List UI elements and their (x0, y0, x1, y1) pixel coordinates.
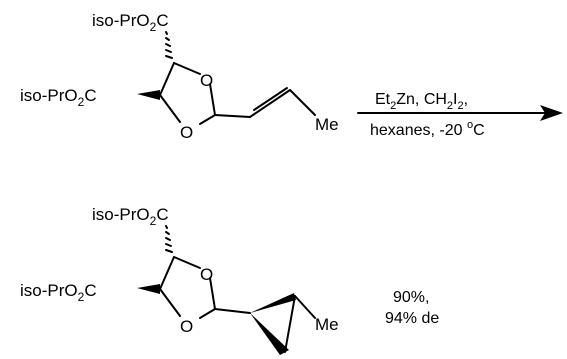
product-ring-bond (173, 256, 201, 269)
reactant-ester-top: iso-PrO2C (92, 11, 169, 34)
product-methyl-label: Me (315, 315, 339, 334)
conditions-reagents: Et2Zn, CH2I2, (375, 91, 468, 112)
product-ring-bond (159, 256, 175, 290)
reactant-ring-oxygen-bottom: O (180, 123, 193, 142)
product-ring-oxygen-top: O (200, 265, 213, 284)
reactant-ring-bond (173, 62, 201, 75)
product-structure: iso-PrO2C iso-PrO2C O O Me (20, 205, 339, 355)
reactant-chain-bond (289, 89, 316, 116)
product-cyclopropane-bond (284, 295, 296, 353)
reactant-ring-bond (209, 83, 216, 116)
product-hashed-bond (165, 225, 173, 253)
conditions-solvent-temperature: hexanes, -20 oC (370, 119, 485, 139)
reaction-arrow-head (540, 105, 563, 121)
reactant-ester-left: iso-PrO2C (20, 86, 97, 109)
product-ring-bond (159, 288, 181, 317)
reactant-structure: iso-PrO2C iso-PrO2C O O Me (20, 11, 339, 142)
product-ring-oxygen-bottom: O (180, 317, 193, 336)
result-diastereomeric-excess: 94% de (385, 310, 439, 327)
product-ring-bond (199, 308, 216, 319)
reactant-double-bond (249, 89, 291, 118)
reactant-wedge-bond (137, 90, 160, 100)
product-ring-bond (209, 277, 216, 310)
product-ester-top: iso-PrO2C (92, 205, 169, 228)
reactant-ring-oxygen-top: O (200, 71, 213, 90)
reactant-ring-bond (199, 114, 216, 125)
reactant-double-bond-inner (253, 87, 288, 111)
product-ester-left: iso-PrO2C (20, 281, 97, 304)
reactant-methyl-label: Me (315, 115, 339, 134)
product-cyclopropane-wedge-bottom (250, 313, 289, 355)
reactant-ring-bond (159, 62, 175, 96)
result-yield: 90%, (393, 289, 429, 306)
product-wedge-bond (137, 284, 160, 294)
reactant-hashed-bond (165, 31, 173, 59)
product-cyclopropane-wedge-top (250, 293, 296, 313)
reaction-conditions: Et2Zn, CH2I2, hexanes, -20 oC (357, 91, 563, 139)
product-methyl-bond (294, 295, 316, 319)
reaction-result: 90%, 94% de (385, 289, 439, 327)
product-chain-bond (214, 308, 251, 314)
reactant-ring-bond (159, 94, 181, 123)
reactant-chain-bond (214, 114, 251, 118)
